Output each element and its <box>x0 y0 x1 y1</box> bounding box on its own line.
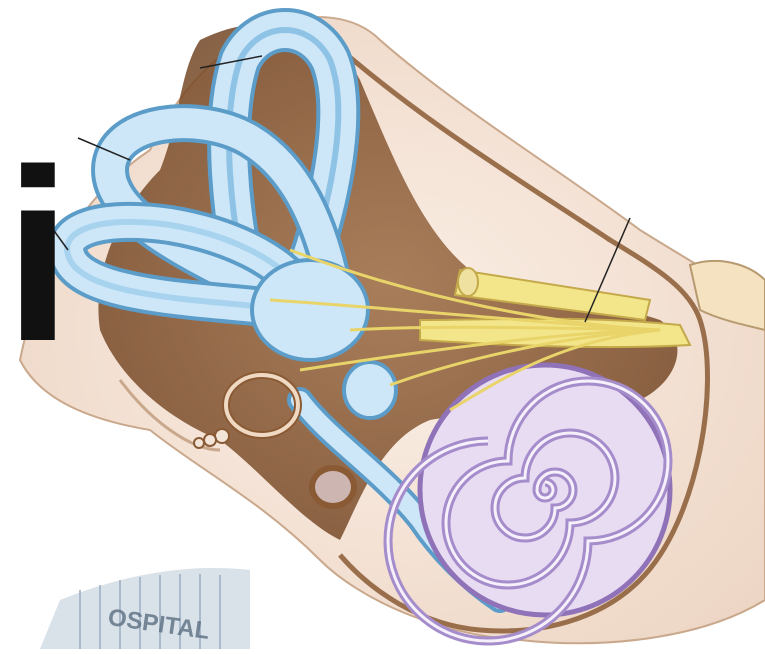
round-window <box>309 465 357 509</box>
info-letter-logo: i <box>4 160 56 360</box>
